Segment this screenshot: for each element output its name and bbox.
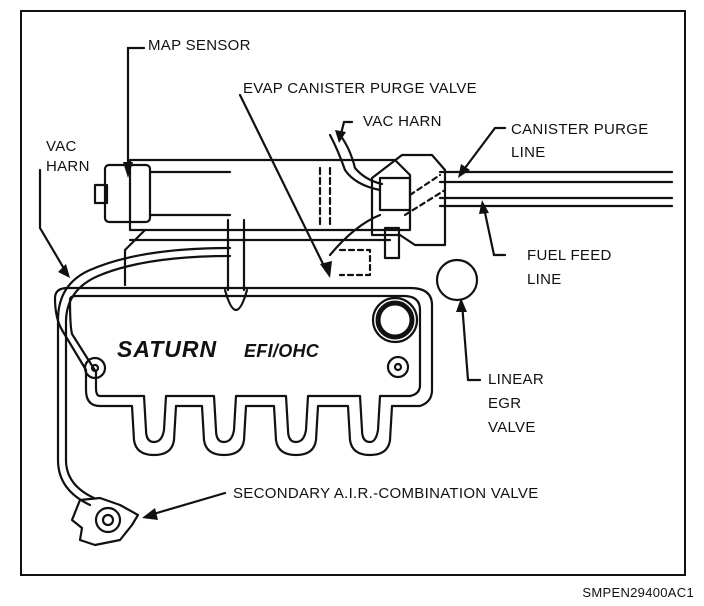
fuel-feed-label: FUEL FEED [527, 247, 612, 264]
valve-cover-outline [53, 286, 434, 457]
vac-harn-top-label: VAC HARN [363, 113, 442, 130]
canister-purge-label-line2: LINE [511, 144, 546, 161]
linear-egr-label: LINEAR [488, 371, 544, 388]
diagram-frame [20, 10, 686, 576]
linear-egr-label-line2: EGR [488, 395, 522, 412]
cover-model-text: EFI/OHC [244, 341, 320, 361]
purge-valve-block [370, 153, 447, 247]
left-bolt [83, 356, 107, 380]
intake-plenum [128, 158, 412, 232]
figure-code: SMPEN29400AC1 [582, 585, 694, 600]
canister-purge-label: CANISTER PURGE [511, 121, 649, 138]
vac-harn-left-label-line2: HARN [46, 158, 90, 175]
cover-brand-text: SATURN [117, 336, 218, 362]
vac-harness-hose [56, 246, 232, 507]
oil-fill-cap [371, 296, 419, 344]
right-bolt [386, 355, 410, 379]
vac-harn-left-label: VAC [46, 138, 77, 155]
map-sensor-label: MAP SENSOR [148, 37, 251, 54]
secondary-air-label: SECONDARY A.I.R.-COMBINATION VALVE [233, 485, 539, 502]
secondary-air-valve [70, 496, 140, 547]
evap-purge-valve-label: EVAP CANISTER PURGE VALVE [243, 80, 477, 97]
linear-egr-valve [435, 258, 479, 302]
fuel-feed-label-line2: LINE [527, 271, 562, 288]
linear-egr-label-line3: VALVE [488, 419, 536, 436]
